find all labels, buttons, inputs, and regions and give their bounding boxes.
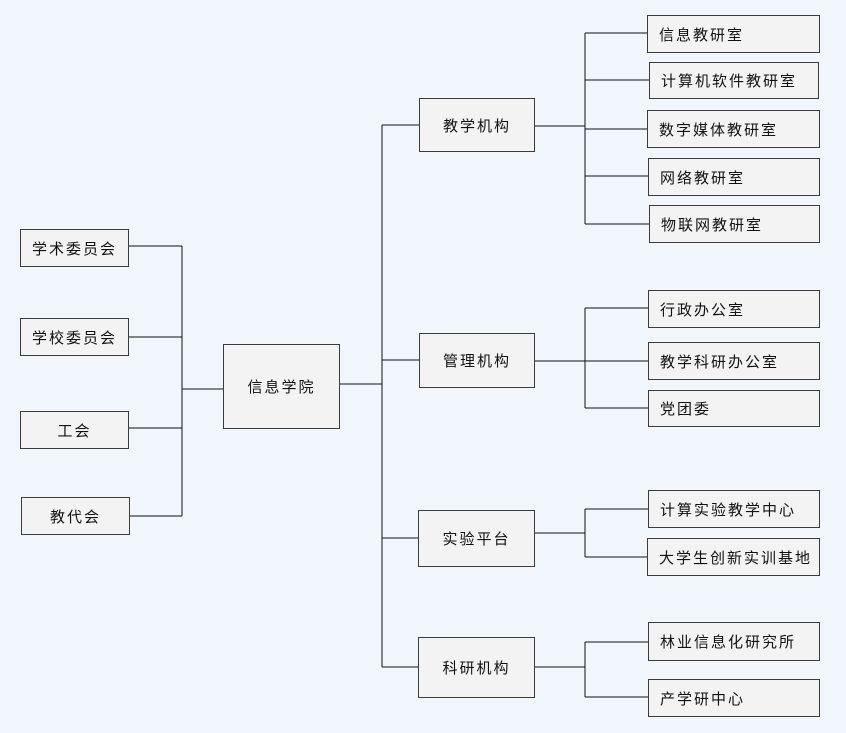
branch-node: 教学机构 xyxy=(419,98,535,152)
committee-box: 工会 xyxy=(20,411,129,449)
leaf-node: 计算机软件教研室 xyxy=(649,62,819,99)
committee-box: 学校委员会 xyxy=(20,318,129,356)
branch-node: 实验平台 xyxy=(418,510,535,567)
leaf-node: 物联网教研室 xyxy=(649,205,820,243)
leaf-node: 行政办公室 xyxy=(648,290,820,328)
leaf-node: 信息教研室 xyxy=(647,15,820,53)
leaf-node: 教学科研办公室 xyxy=(648,342,820,380)
committee-box: 教代会 xyxy=(21,497,130,535)
committee-box: 学术委员会 xyxy=(20,229,129,267)
branch-node: 管理机构 xyxy=(419,333,535,388)
leaf-node: 网络教研室 xyxy=(648,158,820,196)
leaf-node: 数字媒体教研室 xyxy=(647,110,820,148)
leaf-node: 党团委 xyxy=(648,390,820,427)
leaf-node: 林业信息化研究所 xyxy=(648,622,820,661)
leaf-node: 大学生创新实训基地 xyxy=(647,538,820,576)
leaf-node: 计算实验教学中心 xyxy=(648,490,820,528)
leaf-node: 产学研中心 xyxy=(648,679,820,717)
branch-node: 科研机构 xyxy=(418,637,535,698)
root-node: 信息学院 xyxy=(223,344,340,429)
